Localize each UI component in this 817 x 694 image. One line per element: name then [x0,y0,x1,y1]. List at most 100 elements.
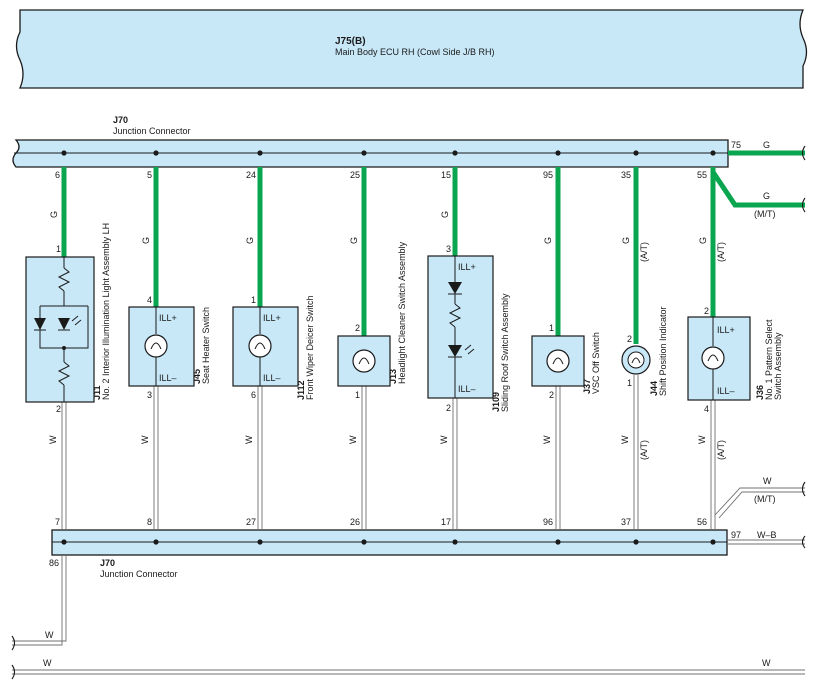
j112-dev-pin-bottom: 6 [251,390,256,400]
j109-dev-pin-top: 3 [446,244,451,254]
top-connector-code: J70 [113,115,128,125]
j109-name: Sliding Roof Switch Assembly [500,293,510,412]
j36-dev-pin-bottom: 4 [704,404,709,414]
j45-wire-w: W [140,435,150,444]
branch-mt-bottom: (M/T) [754,494,776,504]
j36-top-pin: 55 [697,170,707,180]
j112-wire-w: W [244,435,254,444]
j44-dev-pin-top: 2 [627,334,632,344]
device-j11 [25,256,95,403]
j36-name-line2: Switch Assembly [773,332,783,400]
j44-code: J44 [649,381,659,396]
j112-wire-g: G [245,237,255,244]
ecu-code: J75(B) [335,36,366,47]
j109-wire-w: W [439,435,449,444]
j36-variant-bottom: (A/T) [716,440,726,460]
bottom-line-w-right: W [762,658,771,668]
j44-bottom-pin: 37 [621,517,631,527]
j44-dev-pin-bottom: 1 [627,378,632,388]
j45-dev-pin-bottom: 3 [147,390,152,400]
j45-wire-g: G [141,237,151,244]
j44-name: Shift Position Indicator [658,306,668,396]
ecu-name: Main Body ECU RH (Cowl Side J/B RH) [335,47,495,57]
ecu-block [15,9,808,89]
j11-dev-pin-top: 1 [56,244,61,254]
j109-dev-pin-bottom: 2 [446,403,451,413]
device-j13 [337,335,391,387]
top-connector-name: Junction Connector [113,126,191,136]
j13-top-pin: 25 [350,170,360,180]
break-marks [11,145,806,680]
bottom-connector-name: Junction Connector [100,569,178,579]
device-j36 [687,316,751,401]
j44-wire-w: W [620,435,630,444]
branch-g: G [763,191,770,201]
j13-dev-pin-bottom: 1 [355,390,360,400]
j13-wire-w: W [348,435,358,444]
wire-97-wb: W–B [757,530,777,540]
splice-dots [61,150,716,545]
j112-bottom-pin: 27 [246,517,256,527]
j36-name-line1: No. 1 Pattern Select [764,319,774,400]
j37-dev-pin-bottom: 2 [549,390,554,400]
device-j45 [128,306,195,387]
device-j44 [621,345,651,375]
branch-mt: (M/T) [754,209,776,219]
j13-name: Headlight Cleaner Switch Assembly [397,241,407,384]
j36-code: J36 [755,385,765,400]
j44-top-pin: 35 [621,170,631,180]
j11-top-pin: 6 [55,170,60,180]
j112-code: J112 [296,380,306,400]
j44-variant-bottom: (A/T) [639,440,649,460]
j37-top-pin: 95 [543,170,553,180]
j109-top-pin: 15 [441,170,451,180]
j45-ill-plus: ILL+ [159,313,177,323]
j37-wire-w: W [542,435,552,444]
j112-dev-pin-top: 1 [251,295,256,305]
j109-ill-minus: ILL– [458,384,476,394]
device-j37 [531,335,585,387]
j13-wire-g: G [349,237,359,244]
j45-top-pin: 5 [147,170,152,180]
j11-wire-w: W [48,435,58,444]
pin-86: 86 [49,558,59,568]
bottom-connector-code: J70 [100,558,115,568]
left-wire-w: W [45,630,54,640]
j37-code: J37 [582,379,592,394]
j109-bottom-pin: 17 [441,517,451,527]
j44-variant-top: (A/T) [639,242,649,262]
white-wires [12,375,805,675]
j36-wire-w: W [697,435,707,444]
j45-name: Seat Heater Switch [201,307,211,384]
j44-wire-g: G [621,237,631,244]
j11-name: No. 2 Interior Illumination Light Assemb… [101,223,111,400]
j36-ill-minus: ILL– [717,386,735,396]
j37-dev-pin-top: 1 [549,323,554,333]
j11-wire-g: G [49,211,59,218]
device-j112 [232,306,299,387]
j11-bottom-pin: 7 [55,517,60,527]
j13-code: J13 [388,369,398,384]
j109-wire-g: G [440,211,450,218]
j112-ill-plus: ILL+ [263,313,281,323]
j13-bottom-pin: 26 [350,517,360,527]
j109-code: J109 [491,392,501,412]
j37-bottom-pin: 96 [543,517,553,527]
j112-top-pin: 24 [246,170,256,180]
j36-bottom-pin: 56 [697,517,707,527]
j11-code: J11 [92,385,102,400]
j13-dev-pin-top: 2 [355,323,360,333]
pin-97: 97 [731,530,741,540]
pin-75: 75 [731,140,741,150]
wire-75-g: G [763,140,770,150]
green-wires [61,150,805,344]
j45-dev-pin-top: 4 [147,295,152,305]
branch-w: W [763,476,772,486]
j37-name: VSC Off Switch [591,332,601,394]
device-j109 [427,255,494,399]
j45-code: J45 [192,369,202,384]
j45-ill-minus: ILL– [159,373,177,383]
bottom-line-w-left: W [43,658,52,668]
j112-ill-minus: ILL– [263,373,281,383]
